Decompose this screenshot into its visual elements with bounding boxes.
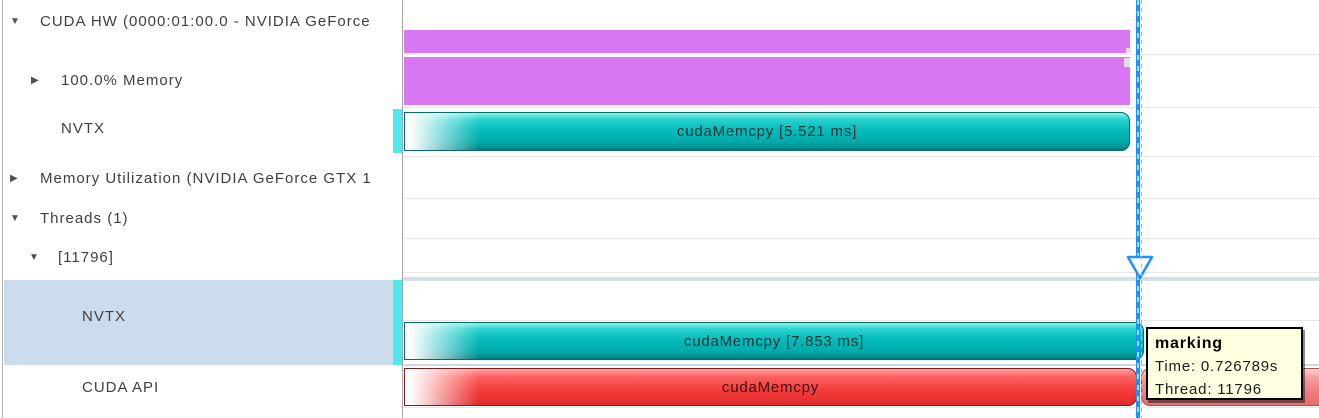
row-label: Threads (1) (40, 210, 129, 227)
timeline-marker-triangle[interactable] (1125, 255, 1155, 281)
row-label: [11796] (58, 249, 114, 266)
sidebar-item-memory[interactable]: ▶ 100.0% Memory (0, 70, 402, 92)
tree-collapsed-icon[interactable]: ▶ (10, 173, 19, 184)
bar-gap-notch (1124, 58, 1130, 67)
marker-tooltip: marking Time: 0.726789s Thread: 11796 (1146, 327, 1303, 400)
range-bar-label: cudaMemcpy [5.521 ms] (676, 123, 858, 140)
row-gridline (403, 107, 1319, 108)
selected-row-top-border (403, 277, 1319, 281)
gpu-nvtx-range-bar[interactable]: cudaMemcpy [5.521 ms] (404, 112, 1130, 151)
tree-timeline-splitter[interactable] (402, 0, 403, 418)
sidebar-item-memory-utilization[interactable]: ▶ Memory Utilization (NVIDIA GeForce GTX… (0, 168, 402, 190)
selected-row-highlight (4, 280, 394, 365)
cursor-dashed-guide (1141, 0, 1142, 418)
row-gridline (403, 272, 1319, 273)
timeline-cursor-line[interactable] (1136, 0, 1140, 418)
range-bar-label: cudaMemcpy [7.853 ms] (683, 332, 865, 350)
tree-collapsed-icon[interactable]: ▶ (31, 75, 40, 86)
timeline-canvas[interactable]: cudaMemcpy [5.521 ms] cudaMemcpy [7.853 … (403, 0, 1319, 418)
tree-expanded-icon[interactable]: ▼ (10, 16, 21, 27)
nvtx-range-edge-strip (393, 280, 403, 365)
api-bar-label: cudaMemcpy (721, 378, 820, 396)
sidebar-item-thread-nvtx-selected[interactable]: NVTX (0, 306, 402, 328)
row-label: NVTX (61, 120, 106, 137)
nvtx-range-edge-strip (393, 109, 403, 153)
tree-expanded-icon[interactable]: ▼ (10, 213, 21, 224)
row-gridline (403, 238, 1319, 239)
sidebar-item-threads[interactable]: ▼ Threads (1) (0, 208, 402, 230)
row-gridline (403, 320, 1319, 321)
row-label: Memory Utilization (NVIDIA GeForce GTX 1 (40, 170, 372, 187)
bar-gap-notch (1126, 48, 1131, 53)
timeline-row-tree: ▼ CUDA HW (0000:01:00.0 - NVIDIA GeForce… (0, 0, 402, 418)
row-gridline (403, 54, 1319, 55)
window-left-border (2, 0, 3, 418)
tooltip-time: Time: 0.726789s (1155, 358, 1279, 375)
sidebar-item-gpu-nvtx[interactable]: NVTX (0, 118, 402, 140)
tooltip-thread: Thread: 11796 (1155, 381, 1262, 398)
row-label: NVTX (82, 308, 127, 325)
sidebar-item-cuda-hw[interactable]: ▼ CUDA HW (0000:01:00.0 - NVIDIA GeForce (0, 11, 402, 33)
cuda-hw-activity-bar[interactable] (404, 30, 1130, 53)
row-gridline (403, 156, 1319, 157)
sidebar-item-thread-11796[interactable]: ▼ [11796] (0, 247, 402, 269)
sidebar-item-cuda-api[interactable]: CUDA API (0, 377, 402, 399)
cuda-api-call-bar[interactable]: cudaMemcpy (404, 368, 1137, 406)
row-gridline (403, 407, 1319, 408)
row-gridline (403, 198, 1319, 199)
tooltip-title: marking (1155, 335, 1223, 352)
row-label: CUDA HW (0000:01:00.0 - NVIDIA GeForce (40, 13, 371, 30)
selected-row-bottom-border (403, 364, 1319, 366)
row-label: CUDA API (82, 379, 160, 396)
row-label: 100.0% Memory (61, 72, 184, 89)
thread-nvtx-range-bar[interactable]: cudaMemcpy [7.853 ms] (404, 322, 1144, 360)
memory-activity-bar[interactable] (404, 57, 1130, 105)
tree-expanded-icon[interactable]: ▼ (29, 252, 40, 263)
